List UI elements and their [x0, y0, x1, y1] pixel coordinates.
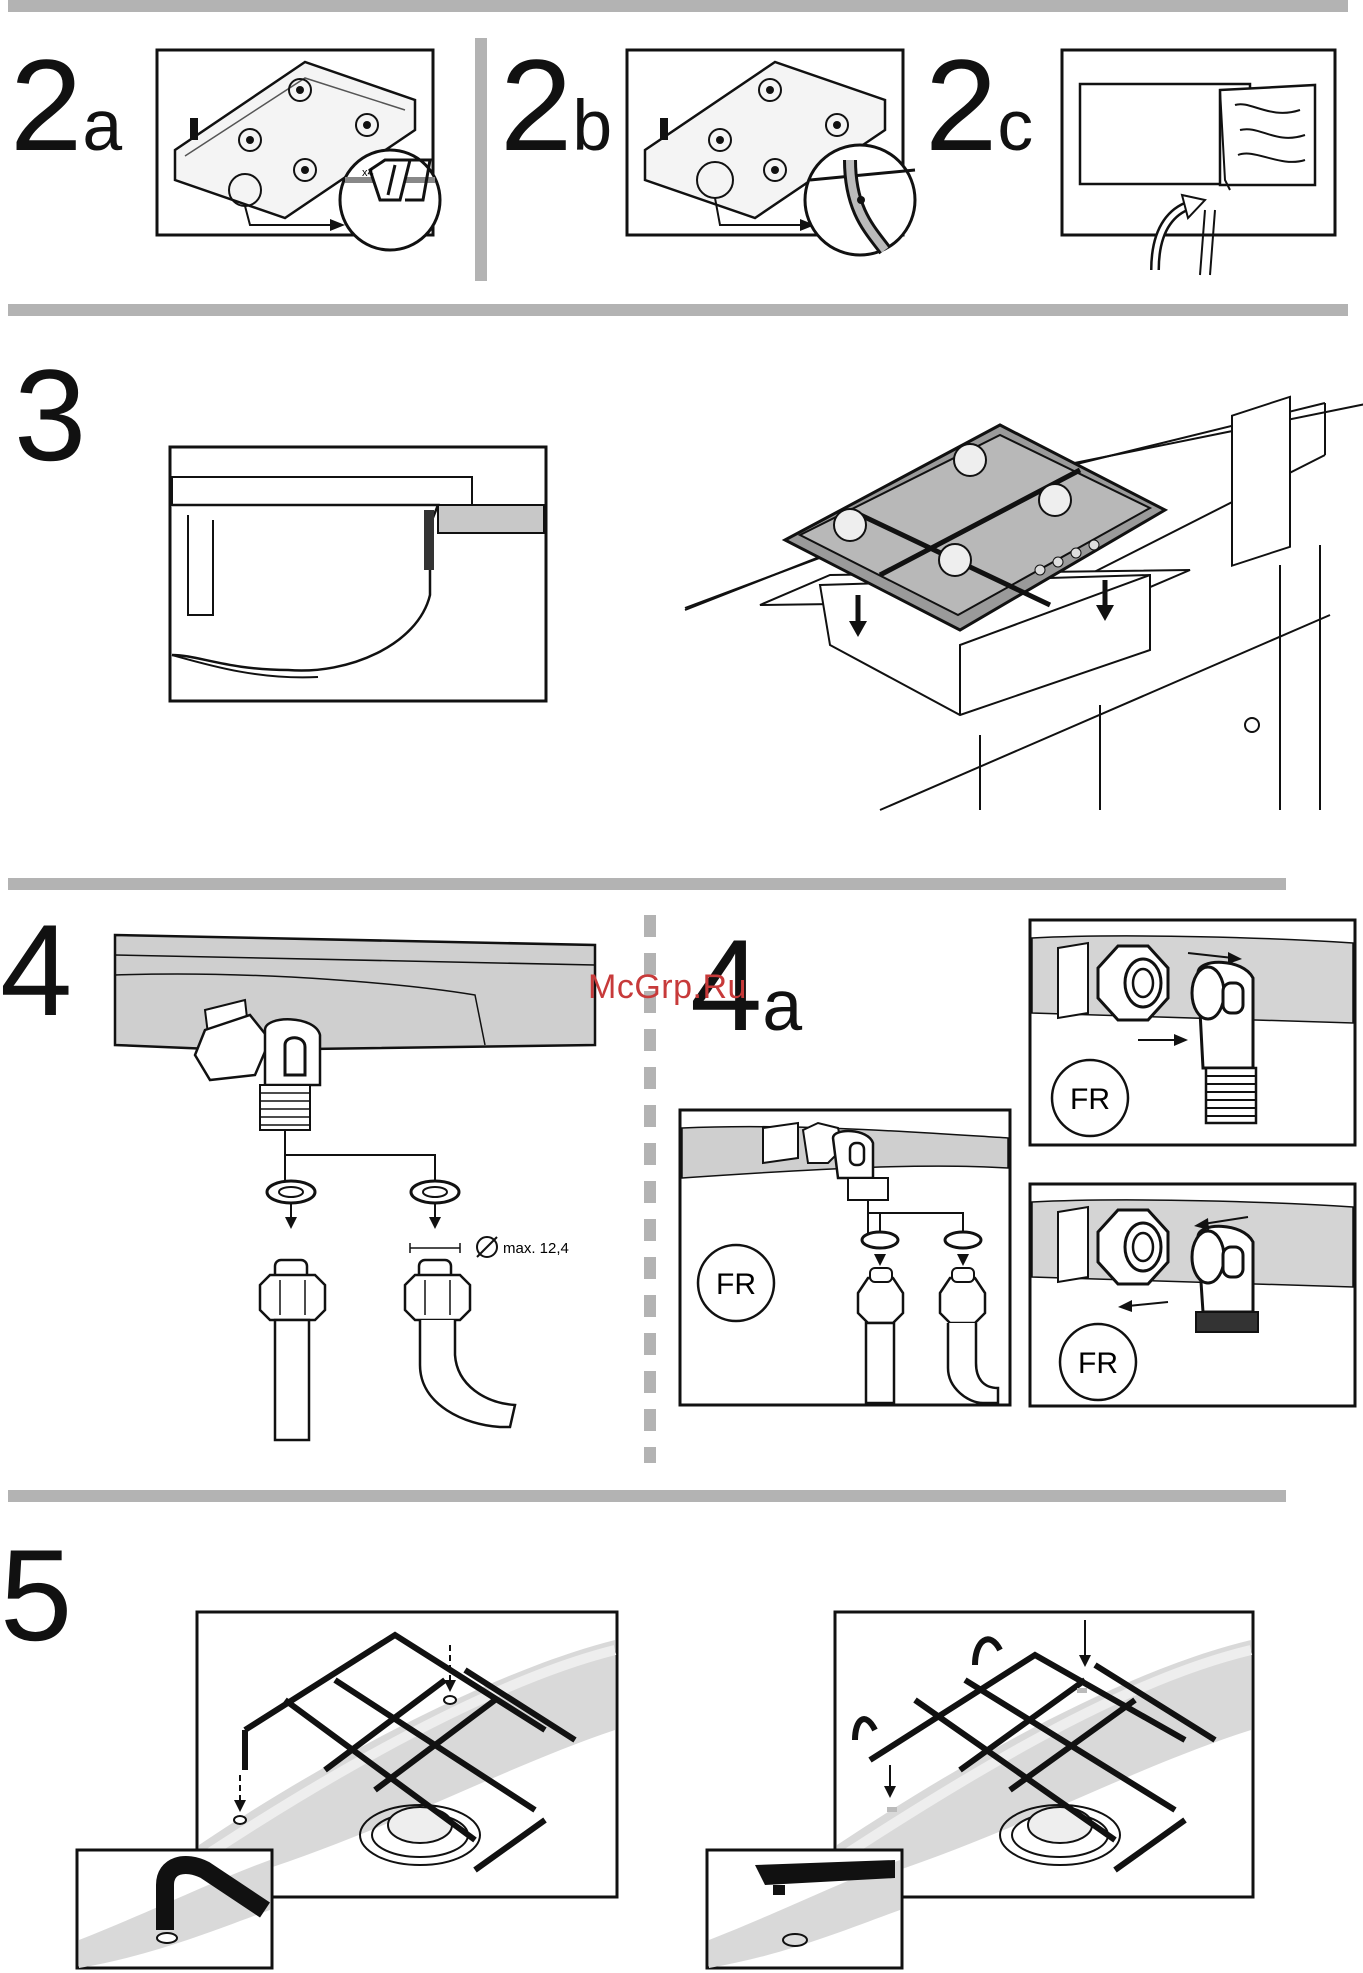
label-max-diameter: max. 12,4	[503, 1240, 569, 1257]
step-sub: a	[82, 86, 122, 166]
step-number: 5	[0, 1522, 72, 1668]
illustration-2c-sealing-strip	[1060, 50, 1340, 285]
illustration-3-hob-into-worktop	[680, 395, 1330, 815]
fr-badge-3: FR	[1078, 1347, 1118, 1380]
fr-badge-2: FR	[1070, 1083, 1110, 1116]
illustration-5-pan-support-right	[705, 1610, 1255, 1970]
step-number: 2	[925, 32, 997, 178]
step-label-5: 5	[0, 1530, 72, 1660]
watermark-text: McGrp.Ru	[588, 968, 747, 1007]
step-sub: a	[762, 966, 802, 1046]
step-label-2c: 2c	[925, 40, 1033, 170]
illustration-4a-fr-detail-bottom: FR	[1028, 1182, 1358, 1410]
illustration-2b-bracket-mounting	[625, 50, 935, 260]
separator-rule-2	[8, 878, 1286, 890]
step-number: 2	[500, 32, 572, 178]
fr-badge-1: FR	[716, 1268, 756, 1301]
step-number: 3	[14, 342, 86, 488]
step-label-2b: 2b	[500, 40, 612, 170]
step-label-4: 4	[0, 905, 72, 1035]
step-number: 2	[10, 32, 82, 178]
step-label-3: 3	[14, 350, 86, 480]
separator-rule-1	[8, 304, 1348, 316]
illustration-3-section-view	[168, 445, 548, 705]
illustration-4-gas-connection: max. 12,4	[115, 935, 595, 1455]
illustration-2a-clip-mounting: x4	[155, 50, 475, 260]
illustration-4a-fr-detail-top: FR	[1028, 918, 1358, 1148]
separator-vertical-2a-2b	[475, 38, 487, 281]
illustration-5-pan-support-left	[75, 1610, 625, 1970]
label-x4: x4	[362, 167, 374, 179]
separator-rule-3	[8, 1490, 1286, 1502]
step-sub: c	[997, 86, 1033, 166]
separator-rule-top	[8, 0, 1348, 12]
step-number: 4	[0, 897, 72, 1043]
step-sub: b	[572, 86, 612, 166]
step-label-2a: 2a	[10, 40, 122, 170]
illustration-4a-connection-fr: FR	[678, 1108, 1013, 1408]
